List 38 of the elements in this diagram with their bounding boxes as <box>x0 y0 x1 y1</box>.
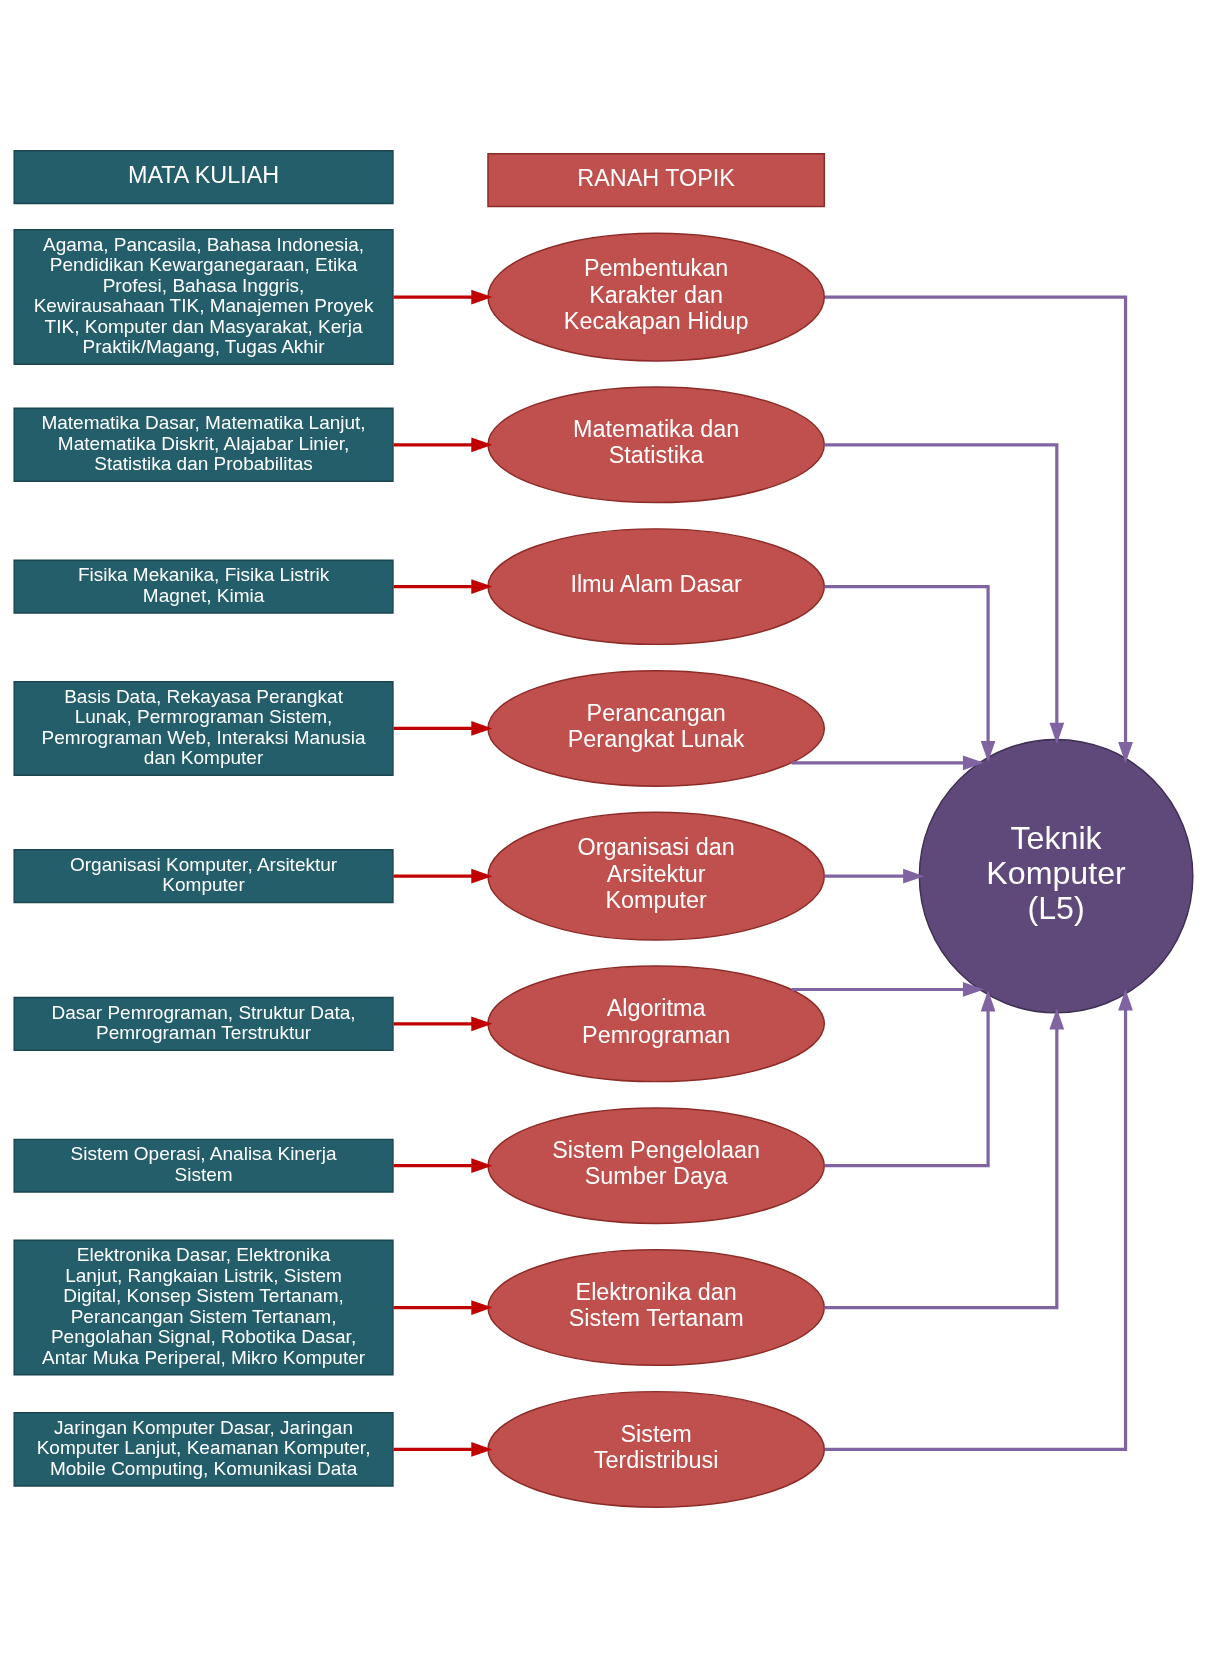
node-ellipse: Organisasi dan Arsitektur Komputer <box>487 811 826 941</box>
node-ellipse: Sistem Terdistribusi <box>487 1390 826 1508</box>
arrow <box>824 990 996 1168</box>
node-ellipse: Elektronika dan Sistem Tertanam <box>487 1249 826 1367</box>
node-ellipse: Pembentukan Karakter dan Kecakapan Hidup <box>487 232 826 362</box>
arrow <box>393 1300 493 1315</box>
node-box: Fisika Mekanika, Fisika Listrik Magnet, Kimia <box>13 559 394 614</box>
node-ellipse: Sistem Pengelolaan Sumber Daya <box>487 1107 826 1225</box>
arrow <box>393 579 493 594</box>
node-box: MATA KULIAH <box>13 150 394 205</box>
node-box: Organisasi Komputer, Arsitektur Komputer <box>13 849 394 904</box>
node-box: Agama, Pancasila, Bahasa Indonesia, Pendidikan Kewarganegaraan, Etika Profesi, Bahasa Inggris, Kewirausahaan TIK, Manajemen Proyek TIK, Komputer dan Masyarakat, Kerja Praktik/Magang, Tugas Akhir <box>13 229 394 366</box>
arrow <box>393 1016 493 1032</box>
node-box: Sistem Operasi, Analisa Kinerja Sistem <box>13 1138 394 1193</box>
node-ellipse: Matematika dan Statistika <box>487 386 826 504</box>
arrow <box>393 721 493 736</box>
node-ellipse: Ilmu Alam Dasar <box>487 528 826 646</box>
node-box: Dasar Pemrograman, Struktur Data, Pemrograman Terstruktur <box>13 996 394 1051</box>
node-box: RANAH TOPIK <box>487 153 826 208</box>
arrow <box>791 755 985 771</box>
arrow <box>824 295 1133 764</box>
arrow <box>393 1158 493 1174</box>
arrow <box>824 1008 1065 1310</box>
node-ellipse: Perancangan Perangkat Lunak <box>487 669 826 787</box>
node-ellipse: Algoritma Pemrograman <box>487 965 826 1083</box>
arrow <box>824 585 996 762</box>
node-box: Jaringan Komputer Dasar, Jaringan Komputer Lanjut, Keamanan Komputer, Mobile Computing, Komunikasi Data <box>13 1412 394 1487</box>
arrow <box>393 437 493 453</box>
arrow <box>791 982 985 997</box>
arrow <box>393 289 493 305</box>
node-box: Elektronika Dasar, Elektronika Lanjut, Rangkaian Listrik, Sistem Digital, Konsep Sistem Tertanam, Perancangan Sistem Tertanam, Pengolahan Signal, Robotika Dasar, Antar Muka Periperal, Mikro Komputer <box>13 1239 394 1376</box>
arrow <box>824 443 1065 744</box>
node-box: Matematika Dasar, Matematika Lanjut, Matematika Diskrit, Alajabar Linier, Statistika dan Probabilitas <box>13 407 394 483</box>
arrow <box>824 868 925 884</box>
arrow <box>393 1442 493 1457</box>
node-box: Basis Data, Rekayasa Perangkat Lunak, Permrograman Sistem, Pemrograman Web, Interaksi Manusia dan Komputer <box>13 680 394 776</box>
arrow <box>824 989 1133 1451</box>
arrow <box>393 868 493 884</box>
